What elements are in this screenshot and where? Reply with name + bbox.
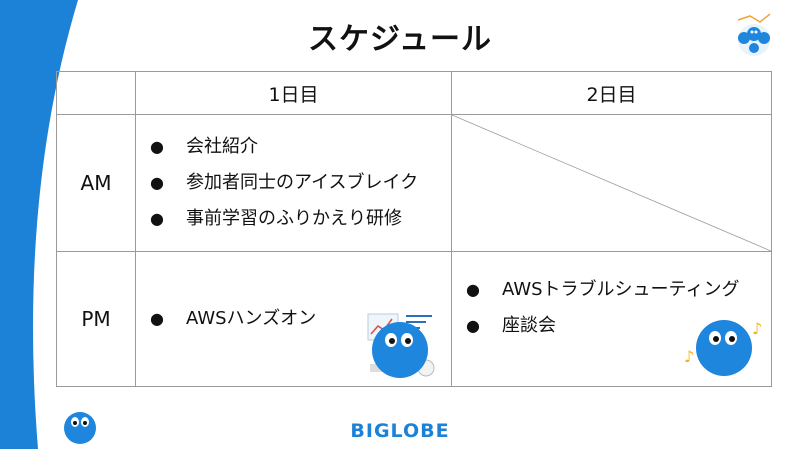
list-item: ● AWSトラブルシューティング [466, 272, 771, 308]
list-item: ● 座談会 [466, 308, 771, 344]
row-label-pm: PM [56, 251, 136, 387]
mascot-chart-icon [367, 313, 435, 378]
list-item-text: 会社紹介 [186, 136, 258, 157]
header-day1: 1日目 [135, 71, 452, 115]
list-item: ● 会社紹介 [150, 129, 451, 165]
bullet-icon: ● [150, 309, 164, 328]
bullet-icon: ● [466, 280, 480, 299]
bullet-icon: ● [150, 209, 164, 228]
header-day2: 2日目 [451, 71, 772, 115]
bullet-icon: ● [466, 316, 480, 335]
mascot-music-icon: ♪ ♪ [684, 319, 762, 376]
list-item-text: 座談会 [502, 315, 556, 336]
list-item: ● AWSハンズオン [150, 301, 451, 337]
list-item-text: 参加者同士のアイスブレイク [186, 172, 419, 193]
svg-text:♪: ♪ [752, 319, 762, 338]
am-day2-cell [451, 114, 772, 252]
page-title: スケジュール [308, 22, 492, 57]
list-item-text: AWSハンズオン [186, 308, 317, 329]
header-row: 1日目 2日目 [56, 71, 772, 115]
brand-logo: BIGLOBE [350, 420, 450, 442]
schedule-table: 1日目 2日目 AM ● 会社紹介 ● 参加者同士のアイスブレイク ● 事前学習のふりかえ… [56, 71, 772, 387]
list-item-text: 事前学習のふりかえり研修 [186, 208, 402, 229]
mascot-icon [64, 412, 96, 444]
team-logo-icon [737, 13, 771, 56]
pm-day1-cell: ● AWSハンズオン [135, 251, 452, 387]
table-row: PM ● AWSハンズオン ● AWSトラブルシューティング ● 座談会 [56, 251, 772, 387]
list-item: ● 事前学習のふりかえり研修 [150, 201, 451, 237]
pm-day1-list: ● AWSハンズオン [136, 301, 451, 337]
pm-day2-cell: ● AWSトラブルシューティング ● 座談会 ♪ ♪ [451, 251, 772, 387]
row-label-am: AM [56, 114, 136, 252]
empty-cell-diagonal [452, 115, 771, 251]
bullet-icon: ● [150, 137, 164, 156]
list-item-text: AWSトラブルシューティング [502, 279, 740, 300]
decorative-arc [0, 0, 78, 449]
list-item: ● 参加者同士のアイスブレイク [150, 165, 451, 201]
pm-day2-list: ● AWSトラブルシューティング ● 座談会 [452, 272, 771, 344]
bullet-icon: ● [150, 173, 164, 192]
am-day1-cell: ● 会社紹介 ● 参加者同士のアイスブレイク ● 事前学習のふりかえり研修 [135, 114, 452, 252]
header-empty [56, 71, 136, 115]
svg-text:♪: ♪ [684, 347, 694, 366]
am-day1-list: ● 会社紹介 ● 参加者同士のアイスブレイク ● 事前学習のふりかえり研修 [136, 129, 451, 237]
table-row: AM ● 会社紹介 ● 参加者同士のアイスブレイク ● 事前学習のふりかえり研修 [56, 114, 772, 252]
